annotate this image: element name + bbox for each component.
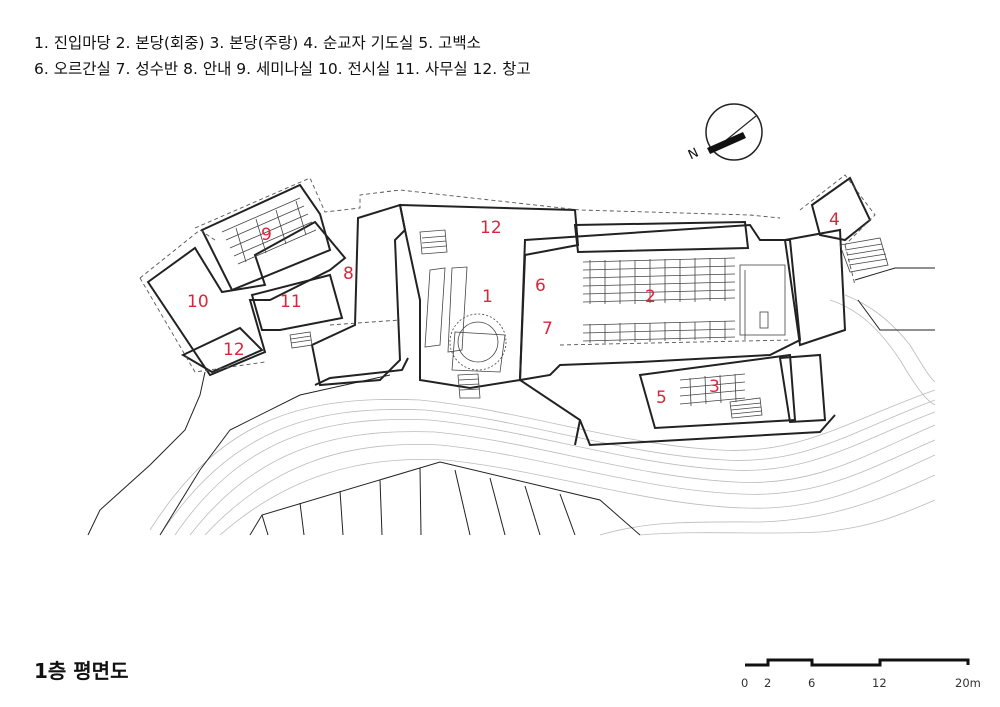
scale-tick-label: 0 xyxy=(741,676,748,690)
scale-tick-label: 6 xyxy=(808,676,815,690)
room-number: 10 xyxy=(187,292,209,312)
room-number: 6 xyxy=(535,276,546,296)
scale-tick-label: 20m xyxy=(955,676,981,690)
scale-bar: 0 2 6 12 20m xyxy=(741,658,981,690)
room-number: 12 xyxy=(480,218,502,238)
seminar-desks xyxy=(221,197,317,265)
scale-tick-label: 12 xyxy=(872,676,887,690)
stairs xyxy=(289,229,889,419)
room-number: 9 xyxy=(261,225,272,245)
scale-tick-label: 2 xyxy=(764,676,771,690)
room-number: 12 xyxy=(223,340,245,360)
overhang-dashed xyxy=(139,174,876,373)
legend-line-1: 1. 진입마당 2. 본당(회중) 3. 본당(주랑) 4. 순교자 기도실 5… xyxy=(34,34,481,52)
room-number: 1 xyxy=(482,287,493,307)
room-number: 2 xyxy=(645,287,656,307)
parking-area xyxy=(249,461,641,536)
terrain-contours xyxy=(149,294,936,536)
legend: 1. 진입마당 2. 본당(회중) 3. 본당(주랑) 4. 순교자 기도실 5… xyxy=(34,30,531,82)
north-arrow: N xyxy=(686,103,763,164)
room-number: 4 xyxy=(829,210,840,230)
drawing-title: 1층 평면도 xyxy=(34,659,129,683)
site-edges xyxy=(87,267,935,536)
legend-line-2: 6. 오르간실 7. 성수반 8. 안내 9. 세미나실 10. 전시실 11.… xyxy=(34,60,531,78)
room-number: 11 xyxy=(280,292,302,312)
room-number: 3 xyxy=(709,377,720,397)
room-numbers: 1 2 3 4 5 6 7 8 9 10 11 12 12 xyxy=(187,210,840,408)
nave-pews xyxy=(582,257,786,343)
room-number: 7 xyxy=(542,319,553,339)
north-label: N xyxy=(686,146,701,164)
courtyard xyxy=(424,266,507,399)
chapel-pews xyxy=(679,373,746,407)
room-number: 8 xyxy=(343,264,354,284)
room-number: 5 xyxy=(656,388,667,408)
building-walls xyxy=(146,176,872,447)
